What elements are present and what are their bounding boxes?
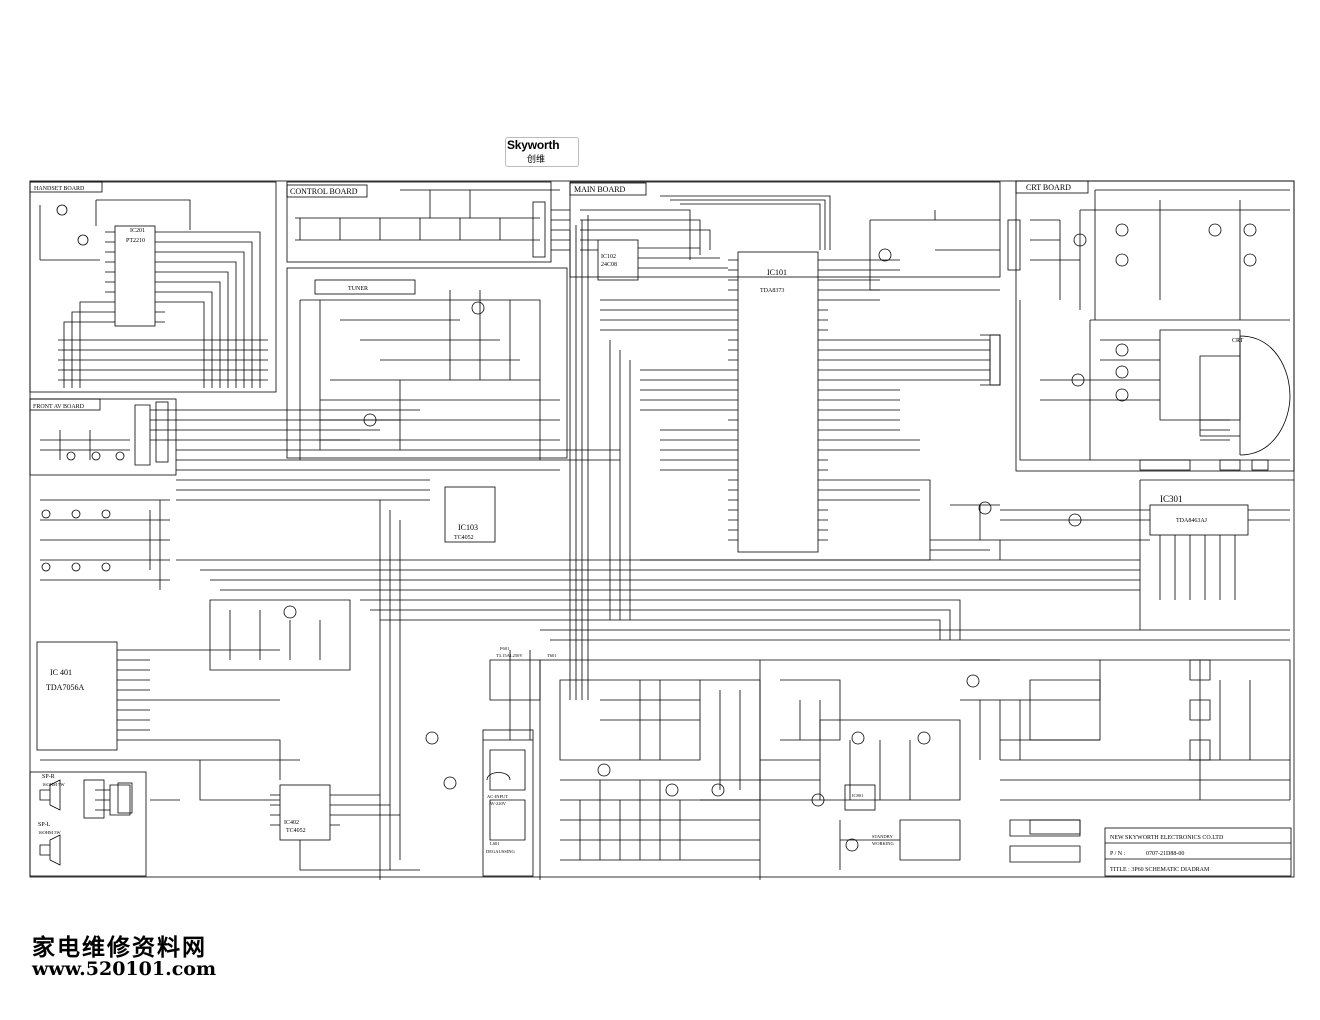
ic402-label: IC402 bbox=[284, 820, 299, 826]
working-label: WORKING bbox=[872, 841, 894, 846]
watermark-url: www.520101.com bbox=[32, 958, 217, 980]
logo-chinese: 创维 bbox=[527, 155, 546, 165]
control-board-frame bbox=[286, 181, 552, 263]
watermark-chinese: 家电维修资料网 bbox=[32, 934, 207, 961]
ic101-label: IC101 bbox=[767, 268, 787, 277]
degaussing-label: DEGAUSSING bbox=[486, 849, 516, 854]
ic102-part: 24C08 bbox=[601, 262, 617, 268]
ic101-part: TDA8373 bbox=[760, 288, 784, 294]
ic401-body bbox=[36, 641, 118, 751]
ic101-body bbox=[737, 251, 819, 553]
sp-r-label: SP-R bbox=[42, 774, 55, 780]
ac-input-frame bbox=[482, 729, 534, 877]
front-av-board-frame bbox=[29, 398, 177, 476]
ic103-part: TC4052 bbox=[454, 535, 474, 541]
ac-input-spec: AV-220V bbox=[489, 801, 507, 806]
ic102-label: IC102 bbox=[601, 254, 616, 260]
ic301-part: TDA8463AJ bbox=[1176, 518, 1208, 524]
title-block bbox=[1104, 827, 1292, 877]
crt-tube bbox=[1199, 335, 1291, 456]
sp-l-label: SP-L bbox=[38, 822, 51, 828]
tuner-section bbox=[286, 267, 568, 459]
main-board-label: MAIN BOARD bbox=[574, 185, 626, 194]
handset-board-frame bbox=[29, 181, 277, 393]
t601-label: T601 bbox=[547, 653, 557, 658]
ic402-body bbox=[279, 784, 331, 841]
schematic-frame bbox=[29, 180, 1295, 878]
ic201-label: IC201 bbox=[130, 228, 145, 234]
speaker-left bbox=[39, 834, 61, 866]
ac-plug-icon bbox=[486, 772, 511, 781]
skyworth-logo: Skyworth 创维 bbox=[505, 137, 579, 167]
speaker-right bbox=[39, 779, 61, 811]
ic401-part: TDA7056A bbox=[46, 683, 84, 692]
crt-board-label: CRT BOARD bbox=[1026, 183, 1071, 192]
ac-input-label: AC-INPUT bbox=[487, 794, 508, 799]
speaker-board-frame bbox=[29, 771, 147, 877]
ic102-body bbox=[597, 239, 639, 281]
crt-board-frame bbox=[1015, 180, 1295, 472]
ic801-label: IC801 bbox=[852, 793, 863, 798]
tuner-label: TUNER bbox=[348, 286, 368, 292]
ic801-body bbox=[844, 784, 876, 811]
main-board-top bbox=[569, 181, 1001, 278]
handset-board-label: HANDSET BOARD bbox=[34, 186, 85, 192]
ic301-label: IC301 bbox=[1160, 494, 1183, 504]
ic201-body bbox=[114, 225, 156, 327]
control-board-label: CONTROL BOARD bbox=[290, 187, 358, 196]
l601-label: L601 bbox=[490, 841, 500, 846]
crt-label: CRT bbox=[1232, 338, 1244, 344]
company-name: NEW SKYWORTH ELECTRONICS CO.LTD bbox=[1110, 835, 1224, 841]
sp-l-spec: 16OHM 5W bbox=[38, 830, 61, 835]
schematic-title: TITLE : 3P60 SCHEMATIC DIADRAM bbox=[1110, 867, 1210, 873]
front-av-board-label: FRONT AV BOARD bbox=[33, 404, 85, 410]
standby-label: STANDBY bbox=[872, 834, 894, 839]
ic401-label: IC 401 bbox=[50, 668, 72, 677]
ic402-part: TC4052 bbox=[286, 828, 306, 834]
ic201-part: PT2210 bbox=[126, 238, 145, 244]
pn-label: P / N : bbox=[1110, 851, 1126, 857]
ic103-body bbox=[444, 486, 496, 543]
sp-r-spec: 16OHM 5W bbox=[42, 782, 65, 787]
pn-value: 0707-21D88-00 bbox=[1146, 851, 1184, 857]
ic103-label: IC103 bbox=[458, 523, 478, 532]
fuse-spec: T3.15AL250V bbox=[496, 653, 523, 658]
fuse-label: F601 bbox=[500, 646, 509, 651]
logo-brand: Skyworth bbox=[507, 138, 560, 152]
